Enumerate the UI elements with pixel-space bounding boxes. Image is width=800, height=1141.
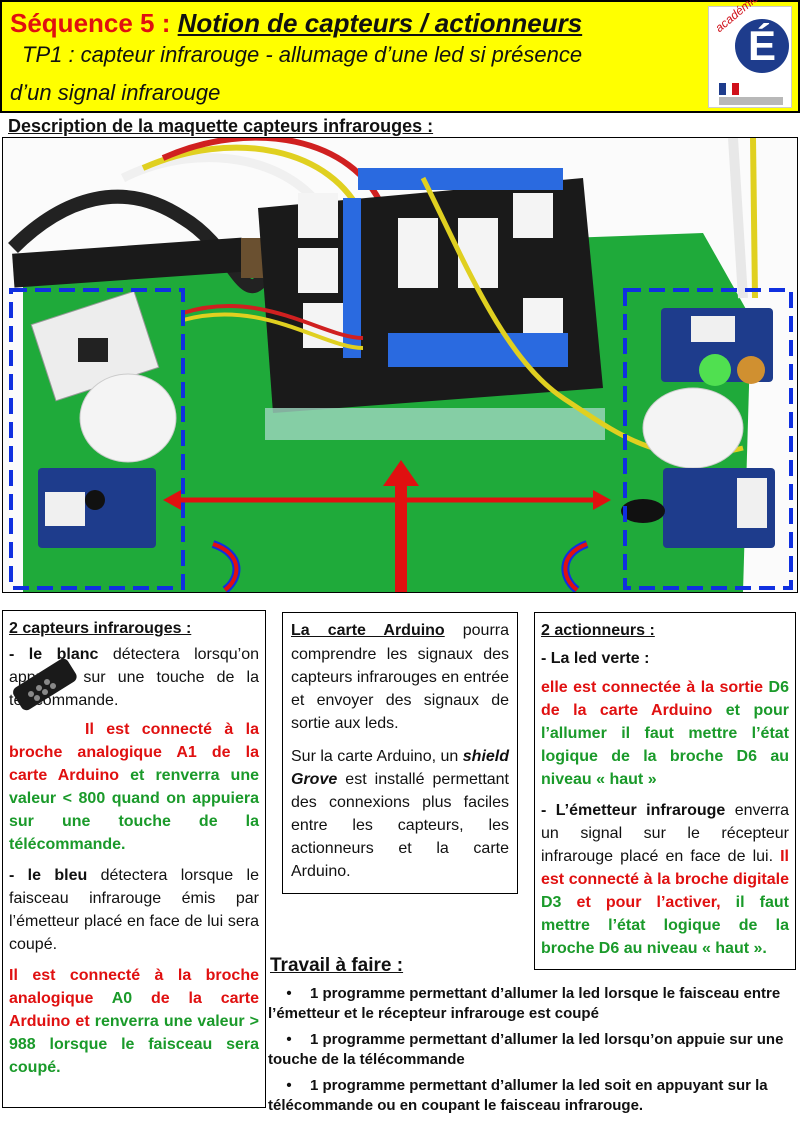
grove-connector <box>513 193 553 238</box>
ir-emitter-text: enverra un signal sur le récepteur infra… <box>541 802 789 865</box>
ir-emitter-desc: - L’émetteur infrarouge enverra un signa… <box>541 799 789 960</box>
white-sensor-et: et <box>119 767 156 784</box>
black-cable <box>8 189 269 293</box>
ir-emitter-red: Il est connecté à la broche digitale <box>541 848 789 888</box>
ir-emitter-d3: D3 <box>541 894 562 911</box>
blue-sensor-desc: - le bleu détectera lorsque le faisceau … <box>9 864 259 956</box>
arduino-arrow-head <box>383 460 419 486</box>
task-text: 1 programme permettant d’allumer la led … <box>268 1031 784 1068</box>
arduino-text2: Sur la carte Arduino, un shield Grove es… <box>291 745 509 883</box>
ir-receiver-chip <box>78 338 108 362</box>
yellow-cable-right <box>750 138 758 299</box>
sequence-number: Séquence 5 : <box>10 8 171 38</box>
work-title: Travail à faire : <box>270 955 404 976</box>
white-support-right <box>642 387 744 469</box>
orange-led <box>737 356 765 384</box>
white-cable-right <box>728 138 748 299</box>
green-led-d6: D6 <box>768 679 789 696</box>
tp-title-line2: d’un signal infrarouge <box>10 80 221 105</box>
green-led-label: - La led verte : <box>541 650 650 667</box>
description-title: Description de la maquette capteurs infr… <box>8 116 434 136</box>
grove-connector <box>398 218 438 288</box>
plexiglass-support <box>265 408 605 440</box>
white-support <box>79 373 177 463</box>
arduino-arrow-shaft <box>395 478 407 592</box>
white-sensor-red: Il est connecté à la broche analogique A… <box>9 721 259 784</box>
header-banner: Séquence 5 : Notion de capteurs / action… <box>0 0 800 113</box>
yellow-cable <box>141 144 366 220</box>
task-item: •1 programme permettant d’allumer la led… <box>268 984 796 1024</box>
grove-connector <box>298 193 338 238</box>
green-led-desc: elle est connectée à la sortie D6 de la … <box>541 676 789 791</box>
emitter-connector <box>737 478 767 528</box>
shield-grove-label: shield Grove <box>291 748 509 788</box>
academie-logo: académie Amiens É <box>708 0 794 108</box>
green-led <box>699 354 731 386</box>
bullet-icon: • <box>286 1031 292 1048</box>
blue-header <box>388 333 568 367</box>
led-connector <box>691 316 735 342</box>
blue-sensor-text: détectera lorsque le faisceau infrarouge… <box>9 867 259 953</box>
arrow-head-right <box>593 490 611 510</box>
actuators-title: 2 actionneurs : <box>541 622 655 639</box>
task-list: •1 programme permettant d’allumer la led… <box>268 984 796 1122</box>
french-flag-icon <box>719 83 740 95</box>
white-sensor-green: renverra une valeur < 800 quand on appui… <box>9 767 260 853</box>
tp-title-line1: TP1 : capteur infrarouge - allumage d’un… <box>22 42 583 67</box>
green-led-red2: de la carte Arduino <box>541 702 713 719</box>
blue-sensor-red2: de la carte Arduino et <box>9 990 259 1030</box>
arrow-head-left <box>163 490 181 510</box>
notion-title: Notion de capteurs / actionneurs <box>177 8 583 38</box>
red-wire <box>182 304 364 340</box>
left-sensors-frame <box>9 288 185 590</box>
logo-caption-strip <box>719 97 783 105</box>
task-item: •1 programme permettant d’allumer la led… <box>268 1076 796 1116</box>
ir-emitter-led <box>621 499 665 523</box>
arduino-desc2b: est installé permettant des connexions p… <box>291 771 509 880</box>
white-sensor-label: - le blanc <box>9 646 99 663</box>
logo-letter: É <box>735 19 789 73</box>
blue-sensor-chip <box>85 490 105 510</box>
blue-header <box>343 198 361 358</box>
bullet-icon: • <box>286 985 292 1002</box>
sensors-box: 2 capteurs infrarouges : - le blanc déte… <box>2 610 266 1108</box>
task-text: 1 programme permettant d’allumer la led … <box>268 985 781 1022</box>
arduino-text1: La carte Arduino pourra comprendre les s… <box>291 619 509 735</box>
grove-connector <box>458 218 498 288</box>
yellow-wire-left <box>182 312 364 350</box>
board-illustration <box>8 138 793 592</box>
blue-sensor-label: - le bleu <box>9 867 88 884</box>
grove-connector <box>298 248 338 293</box>
arduino-desc2a: Sur la carte Arduino, un <box>291 748 463 765</box>
green-led-green: et pour l’allumer il faut mettre l’état … <box>541 702 789 788</box>
right-actuators-frame <box>623 288 793 590</box>
bullet-icon: • <box>286 1077 292 1094</box>
task-item: •1 programme permettant d’allumer la led… <box>268 1030 796 1070</box>
ir-emitter-red2: et pour l’activer, <box>561 894 721 911</box>
blue-sensor-connector <box>45 492 85 526</box>
board-photo <box>2 137 798 593</box>
sensors-title: 2 capteurs infrarouges : <box>9 620 192 637</box>
green-led-red1: elle est connectée à la sortie <box>541 679 769 696</box>
ir-emitter-green: il faut mettre l’état logique de la broc… <box>541 894 789 957</box>
arduino-desc1: pourra comprendre les signaux des capteu… <box>291 622 509 732</box>
arduino-box: La carte Arduino pourra comprendre les s… <box>282 612 518 894</box>
actuators-box: 2 actionneurs : - La led verte : elle es… <box>534 612 796 970</box>
blue-header <box>358 168 563 190</box>
sequence-title: Séquence 5 : Notion de capteurs / action… <box>10 8 582 38</box>
white-sensor-connection: Il est connecté à la broche analogique A… <box>9 718 259 856</box>
blue-sensor-a0: A0 <box>111 990 133 1007</box>
blue-sensor-connection: Il est connecté à la broche analogique A… <box>9 964 259 1079</box>
ir-emitter-label: - L’émetteur infrarouge <box>541 802 726 819</box>
usb-cable <box>12 237 244 288</box>
remote-control-icon <box>9 652 79 722</box>
task-text: 1 programme permettant d’allumer la led … <box>268 1077 768 1114</box>
blue-sensor-red1: Il est connecté à la broche analogique <box>9 967 259 1007</box>
blue-sensor-green: renverra une valeur > 988 lorsque le fai… <box>9 1013 260 1076</box>
arduino-title: La carte Arduino <box>291 622 445 639</box>
